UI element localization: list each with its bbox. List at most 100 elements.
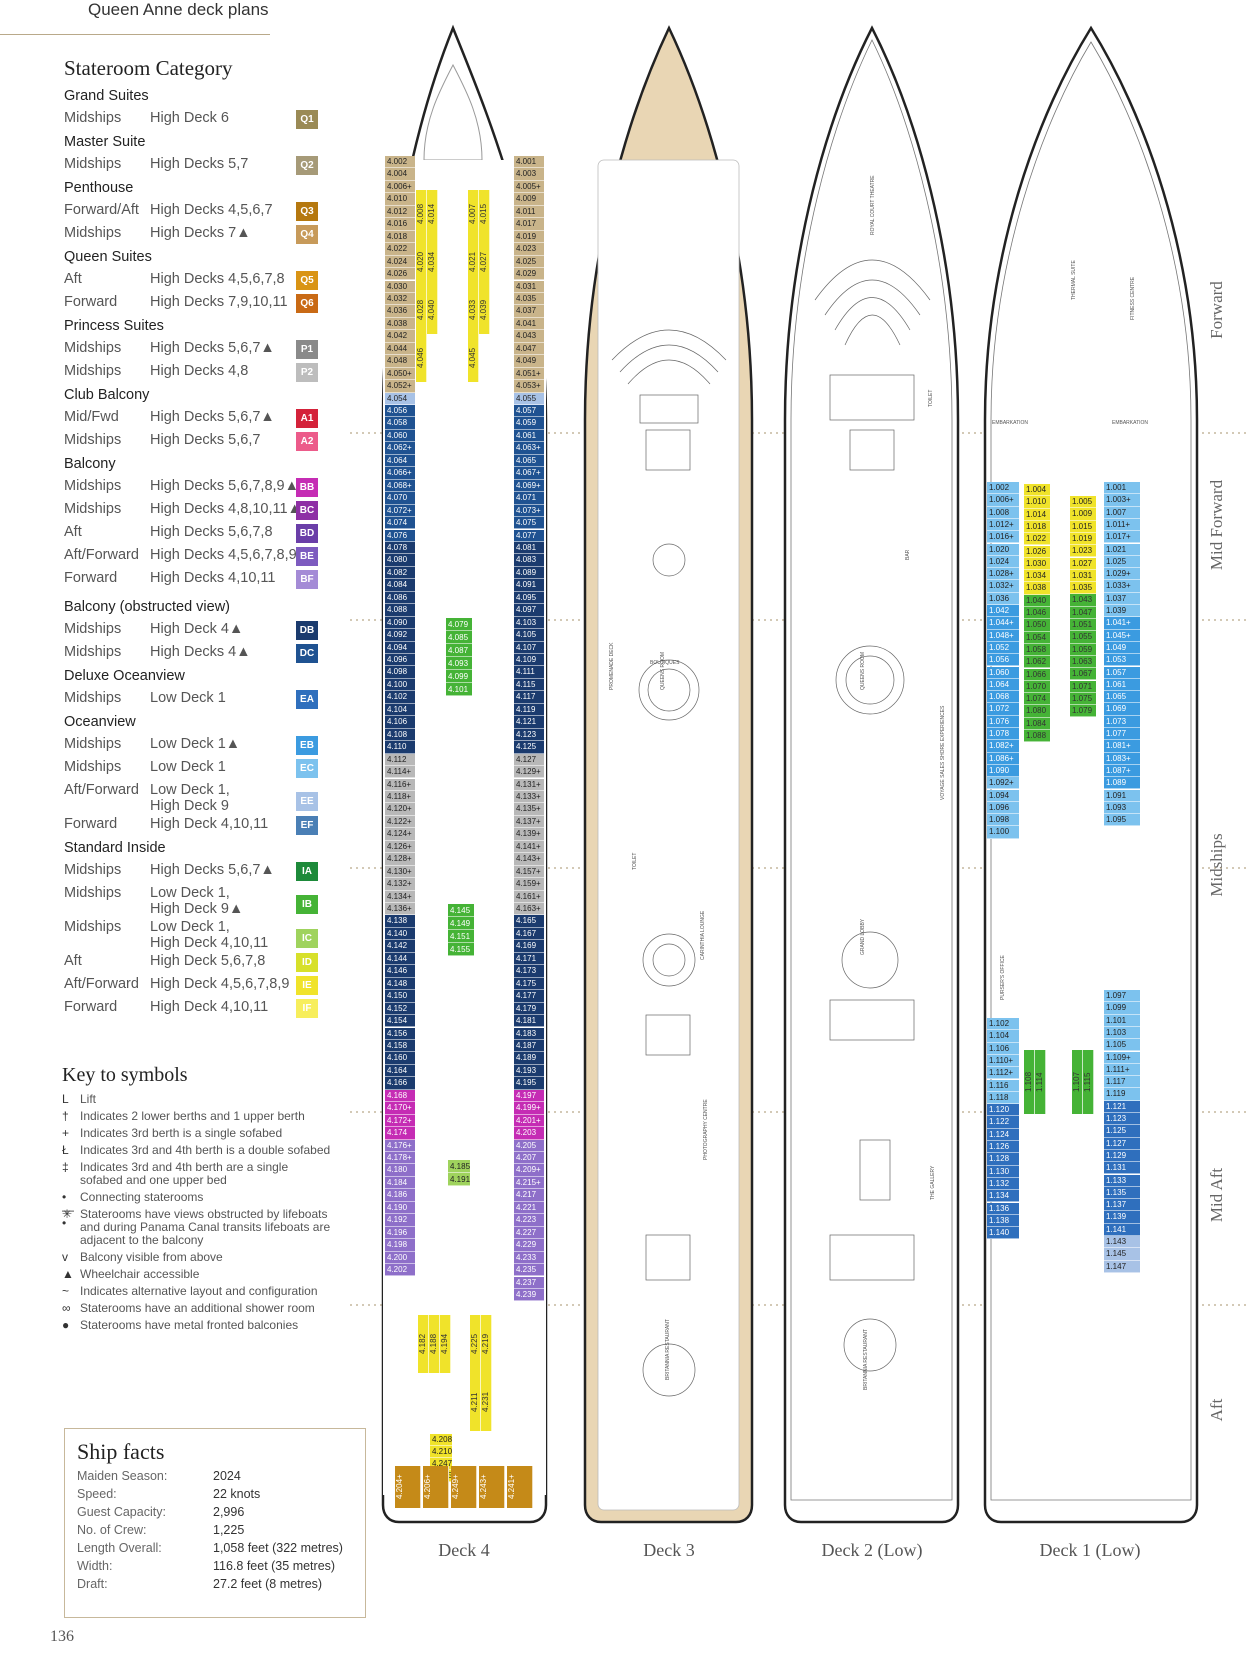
stateroom-cabin: 1.082+ [987, 740, 1019, 753]
symbol-key-text: Staterooms have an additional shower roo… [80, 1301, 315, 1315]
stateroom-cabin: 4.038 [385, 317, 415, 331]
stateroom-cabin: 4.178+ [385, 1152, 415, 1165]
stateroom-cabin: 4.018 [385, 230, 415, 244]
stateroom-cabin: 4.190 [385, 1201, 415, 1215]
stateroom-cabin: 1.050 [1024, 619, 1050, 632]
stateroom-cabin: 4.120+ [385, 803, 415, 816]
stateroom-cabin: 4.055 [514, 392, 544, 405]
stateroom-cabin: 4.191 [448, 1173, 470, 1186]
keys-title: Key to symbols [62, 1064, 188, 1086]
ship-fact-value: 116.8 feet (35 metres) [213, 1559, 336, 1573]
stateroom-cabin: 4.137+ [514, 815, 544, 829]
stateroom-cabin: 4.077 [514, 529, 544, 542]
stateroom-cabin: 1.045+ [1104, 629, 1140, 642]
ship-fact-value: 2024 [213, 1469, 241, 1483]
symbol-key-item: •—•Connecting staterooms [62, 1191, 332, 1230]
stateroom-cabin: 4.161+ [514, 890, 544, 903]
plan-area-label: BOUTIQUES [650, 660, 680, 666]
ship-fact-label: Speed: [77, 1487, 117, 1501]
stateroom-cabin: 4.173 [514, 965, 544, 978]
legend-category-code-badge: Q2 [296, 156, 318, 175]
symbol-key-item: +Indicates 3rd berth is a single sofabed [62, 1127, 332, 1140]
stateroom-cabin: 1.104 [987, 1030, 1019, 1043]
stateroom-cabin: 1.131 [1104, 1162, 1140, 1175]
stateroom-cabin: 4.198 [385, 1239, 415, 1252]
legend-category-code-badge: A2 [296, 432, 318, 451]
stateroom-cabin: 1.059 [1070, 643, 1096, 656]
stateroom-cabin: 4.078 [385, 541, 415, 555]
symbol-key-glyph: ~ [62, 1284, 70, 1298]
stateroom-cabin: 4.154 [385, 1015, 415, 1028]
stateroom-cabin: 4.196 [385, 1226, 415, 1240]
ship-fact-label: Length Overall: [77, 1541, 162, 1555]
stateroom-cabin-vertical: 4.040 [427, 286, 438, 334]
legend-row-location: Forward [64, 294, 118, 310]
stateroom-cabin: 1.102 [987, 1018, 1019, 1031]
legend-row-decks: High Deck 6 [150, 110, 229, 126]
ship-fact-value: 1,058 feet (322 metres) [213, 1541, 343, 1555]
stateroom-cabin: 4.176+ [385, 1139, 415, 1152]
legend-category-code-badge: IC [296, 929, 318, 948]
symbol-key-text: Indicates alternative layout and configu… [80, 1284, 318, 1298]
stateroom-cabin: 1.126 [987, 1141, 1019, 1154]
legend-row-decks: High Decks 7▲ [150, 225, 251, 241]
stateroom-cabin: 4.108 [385, 728, 415, 742]
symbol-key-glyph: •—• [62, 1190, 74, 1230]
stateroom-cabin: 1.143 [1104, 1236, 1140, 1249]
stateroom-cabin: 1.032+ [987, 580, 1019, 593]
legend-group-title: Grand Suites [64, 88, 149, 104]
stateroom-cabin: 1.056 [987, 654, 1019, 667]
stateroom-cabin: 4.071 [514, 492, 544, 505]
symbol-key-text: Indicates 3rd berth is a single sofabed [80, 1126, 283, 1140]
stateroom-cabin: 1.034 [1024, 570, 1050, 583]
symbol-key-item: ∞Staterooms have an additional shower ro… [62, 1302, 332, 1315]
legend-row-decks: High Decks 5,6,7▲ [150, 409, 275, 425]
stateroom-cabin: 4.084 [385, 579, 415, 592]
ship-fact-row: Draft:27.2 feet (8 metres) [65, 1577, 365, 1595]
stateroom-cabin: 4.181 [514, 1015, 544, 1028]
legend-category-code-badge: IB [296, 895, 318, 914]
symbol-key-text: Indicates 3rd and 4th berth is a double … [80, 1143, 331, 1157]
stateroom-cabin: 4.049 [514, 355, 544, 368]
stateroom-cabin: 4.070 [385, 492, 415, 505]
stateroom-cabin: 4.053+ [514, 380, 544, 393]
plan-area-label: CARINTHIA LOUNGE [700, 910, 706, 960]
stateroom-cabin: 4.092 [385, 629, 415, 642]
stateroom-cabin: 4.168 [385, 1089, 415, 1103]
stateroom-cabin: 4.199+ [514, 1102, 544, 1115]
stateroom-cabin: 1.070 [1024, 680, 1050, 694]
stateroom-cabin: 1.038 [1024, 582, 1050, 595]
stateroom-cabin: 4.098 [385, 666, 415, 679]
stateroom-cabin: 1.133 [1104, 1174, 1140, 1187]
stateroom-cabin: 4.130+ [385, 865, 415, 879]
stateroom-cabin-vertical: 4.206+ [423, 1466, 449, 1508]
stateroom-cabin: 4.088 [385, 604, 415, 617]
stateroom-cabin: 4.221 [514, 1201, 544, 1215]
stateroom-cabin: 4.164 [385, 1064, 415, 1078]
symbol-key-item: ~ Indicates alternative layout and config… [62, 1285, 332, 1298]
legend-row-location: Midships [64, 621, 122, 637]
stateroom-cabin-vertical: 4.033 [468, 286, 479, 334]
stateroom-cabin: 1.101 [1104, 1014, 1140, 1027]
stateroom-cabin: 4.207 [514, 1152, 544, 1165]
stateroom-cabin: 1.141 [1104, 1223, 1140, 1236]
stateroom-cabin: 4.185 [448, 1160, 470, 1173]
stateroom-cabin-vertical: 1.107 [1072, 1050, 1083, 1114]
legend-title: Stateroom Category [64, 56, 233, 80]
legend-category-code-badge: EF [296, 816, 318, 835]
deck-3-hull [583, 25, 754, 1524]
stateroom-cabin: 4.144 [385, 952, 415, 966]
legend-group-title: Master Suite [64, 134, 146, 150]
legend-row-decks: High Deck 4▲ [150, 621, 244, 637]
stateroom-cabin: 4.167 [514, 927, 544, 941]
stateroom-cabin: 1.014 [1024, 508, 1050, 521]
ship-facts-title: Ship facts [77, 1439, 165, 1464]
legend-group-title: Princess Suites [64, 318, 164, 334]
